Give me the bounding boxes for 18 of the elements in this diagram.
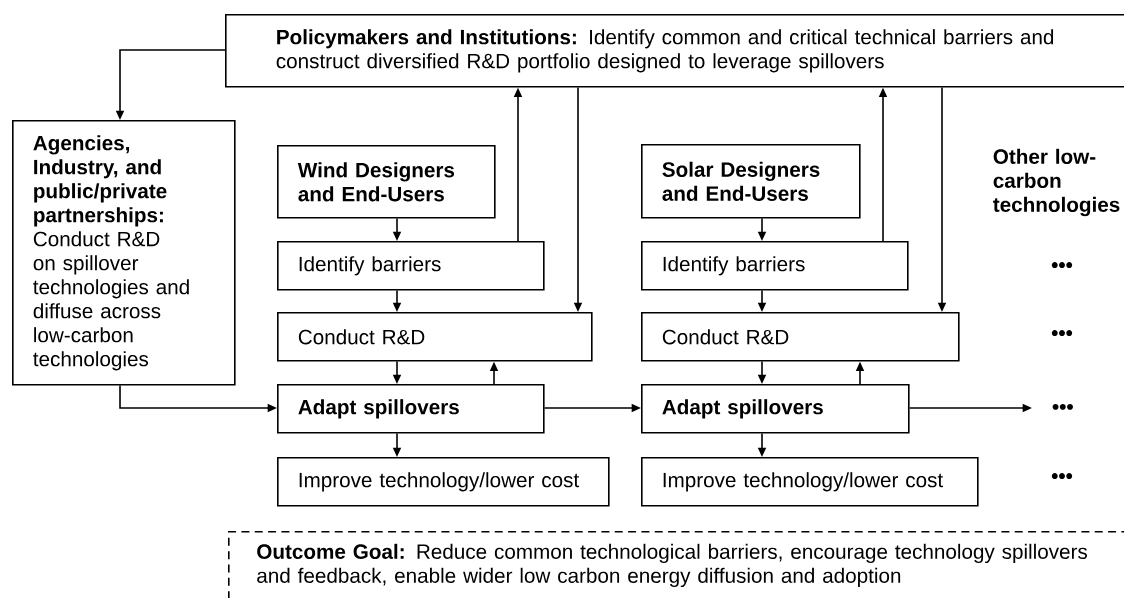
ellipsis-mark: •••: [1051, 330, 1073, 337]
step-box: Adapt spillovers: [641, 384, 910, 434]
stakeholder-box: Policymakers and Institutions: Identify common and critical technical barriers and construct diversified R&D portfolio designed to leverage spillovers: [225, 14, 1124, 88]
step-box: Conduct R&D: [641, 312, 960, 362]
step-box: Identify barriers: [277, 241, 545, 291]
stakeholder-box: Agencies, Industry, and public/private partnerships: Conduct R&D on spillover technologies and diffuse across low-carbon technologies: [12, 120, 236, 386]
stakeholder-box: Solar Designers and End-Users: [641, 144, 861, 219]
goal-box: Outcome Goal: Reduce common technological barriers, encourage technology spillovers and feedback, enable wider low carbon energy diffusion and adoption: [228, 531, 1124, 598]
step-box: Conduct R&D: [277, 312, 593, 362]
step-box: Improve technology/lower cost: [641, 457, 979, 507]
step-box: Identify barriers: [641, 241, 909, 291]
ellipsis-mark: •••: [1052, 403, 1073, 410]
stakeholder-box: Wind Designers and End-Users: [277, 145, 496, 219]
step-box: Improve technology/lower cost: [277, 457, 610, 507]
ellipsis-mark: •••: [1051, 473, 1073, 480]
ellipsis-mark: •••: [1051, 262, 1073, 269]
column-heading: Other low-carbon technologies: [993, 148, 1120, 217]
step-box: Adapt spillovers: [277, 384, 545, 434]
